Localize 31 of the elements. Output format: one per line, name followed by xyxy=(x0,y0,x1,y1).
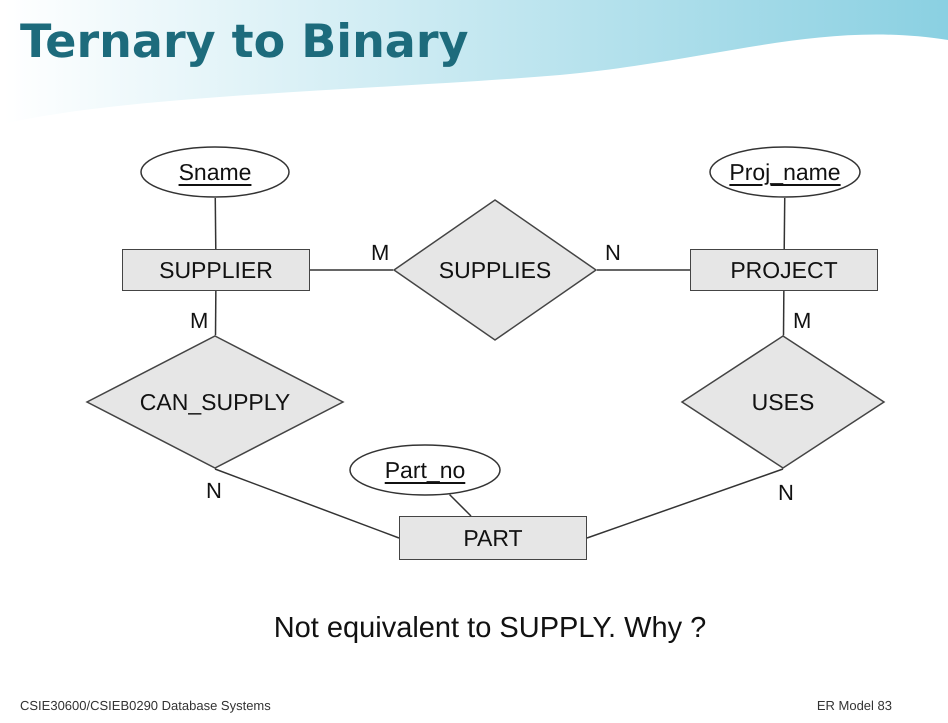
relationship-name: CAN_SUPPLY xyxy=(140,388,290,416)
connector-line xyxy=(214,468,400,539)
attribute-ellipse xyxy=(709,146,861,198)
connector-line xyxy=(214,291,217,336)
caption: Not equivalent to SUPPLY. Why ? xyxy=(272,612,708,645)
footer-text: CSIE30600/CSIEB0290 Database Systems xyxy=(20,698,271,713)
entity-name: PROJECT xyxy=(730,256,838,284)
connector-line xyxy=(782,291,785,336)
relationship-name: USES xyxy=(752,388,814,416)
relationship-name: SUPPLIES xyxy=(438,256,552,284)
key-attribute-name: Part_no xyxy=(384,456,466,484)
entity-name: SUPPLIER xyxy=(159,256,273,284)
connector-line xyxy=(586,468,784,539)
entity-box xyxy=(399,516,587,560)
entity-name: PART xyxy=(463,524,523,552)
attribute-ellipse xyxy=(349,444,501,496)
connector-line xyxy=(310,269,393,271)
footer-text: ER Model 83 xyxy=(816,698,892,713)
entity-box xyxy=(690,249,878,291)
key-attribute-name: Sname xyxy=(178,158,252,186)
relationship-diamond xyxy=(86,335,344,469)
connector-line xyxy=(449,494,472,517)
attribute-ellipse xyxy=(140,146,290,198)
entity-box xyxy=(122,249,310,291)
connector-line xyxy=(783,198,786,249)
relationship-diamond xyxy=(393,199,597,341)
connector-line xyxy=(597,269,690,271)
slide-title: Ternary to Binary xyxy=(20,14,469,68)
relationship-diamond xyxy=(681,335,885,469)
connector-line xyxy=(214,198,217,249)
key-attribute-name: Proj_name xyxy=(729,158,841,186)
